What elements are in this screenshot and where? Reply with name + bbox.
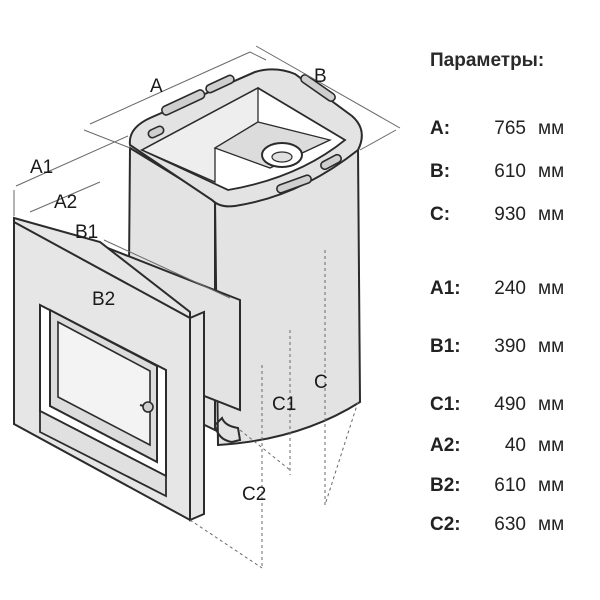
label-A1: A1 [30,157,53,178]
dimension-lines [13,45,401,569]
param-value: 390 [494,336,526,357]
label-C: C [314,372,328,393]
param-key: A2: [430,435,461,456]
param-value: 610 [494,475,526,496]
param-value: 930 [494,204,526,225]
param-unit: мм [538,514,565,535]
param-row-A1: A1: 240 мм [430,278,600,302]
param-key: B2: [430,475,461,496]
param-unit: мм [538,435,565,456]
param-value: 630 [494,514,526,535]
label-B: B [314,66,327,87]
param-row-A2: A2: 40 мм [430,435,600,459]
param-row-C2: C2: 630 мм [430,514,600,538]
param-row-B2: B2: 610 мм [430,475,600,499]
param-key: A1: [430,278,461,299]
param-row-C: C: 930 мм [430,204,600,228]
param-unit: мм [538,161,565,182]
param-row-C1: C1: 490 мм [430,394,600,418]
param-value: 240 [494,278,526,299]
param-row-B: B: 610 мм [430,161,600,185]
param-key: C: [430,204,451,225]
parameters-title: Параметры: [430,50,545,71]
rim-vent-slots [147,74,342,194]
label-B1: B1 [75,222,98,243]
param-unit: мм [538,475,565,496]
param-row-A: A: 765 мм [430,118,600,142]
label-A2: A2 [54,192,77,213]
label-C2: C2 [242,484,266,505]
param-unit: мм [538,118,565,139]
label-A: A [150,76,163,97]
label-B2: B2 [92,289,115,310]
param-unit: мм [538,204,565,225]
label-C1: C1 [272,394,296,415]
param-value: 765 [494,118,526,139]
param-unit: мм [538,278,565,299]
param-key: B1: [430,336,461,357]
param-value: 40 [504,435,526,456]
param-key: C1: [430,394,461,415]
param-unit: мм [538,394,565,415]
param-key: B: [430,161,451,182]
param-value: 610 [494,161,526,182]
param-key: A: [430,118,451,139]
param-key: C2: [430,514,461,535]
param-row-B1: B1: 390 мм [430,336,600,360]
param-value: 490 [494,394,526,415]
param-unit: мм [538,336,565,357]
door-handle-icon [139,401,154,413]
dimension-labels: A B A1 A2 B1 B2 C C1 C2 [30,66,328,505]
